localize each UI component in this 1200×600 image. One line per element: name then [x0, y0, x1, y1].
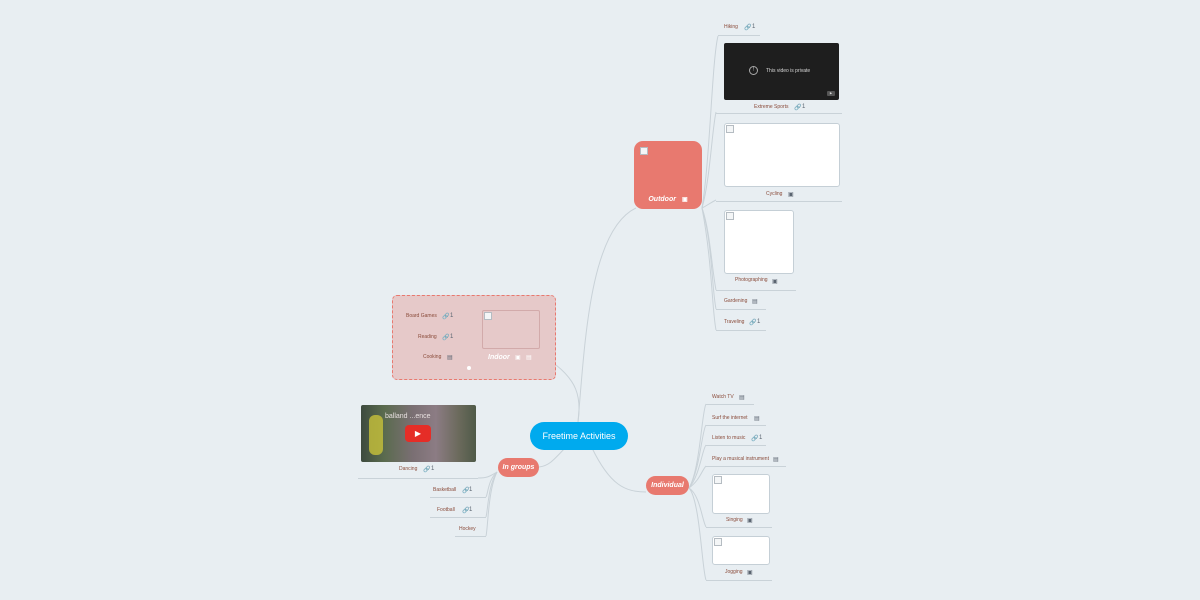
leaf-dancing[interactable]: Dancing: [399, 466, 418, 472]
link-icon[interactable]: 🔗: [744, 25, 752, 31]
central-topic-label: Freetime Activities: [542, 431, 616, 441]
link-count: 1: [450, 313, 454, 319]
leaf-jogging[interactable]: Jogging: [725, 569, 743, 575]
extreme-sports-video[interactable]: ! This video is private ▶: [724, 43, 839, 100]
image-icon: ▣: [681, 197, 688, 203]
youtube-icon: ▶: [827, 91, 835, 96]
broken-image-icon: [484, 312, 492, 320]
topic-outdoor[interactable]: Outdoor ▣: [634, 141, 702, 209]
broken-image-icon: [714, 476, 722, 484]
video-private-message: This video is private: [766, 68, 811, 74]
image-icon[interactable]: ▣: [747, 570, 753, 576]
link-count: 1: [759, 435, 763, 441]
leaf-singing[interactable]: Singing: [726, 517, 743, 523]
note-icon[interactable]: ▤: [773, 457, 779, 463]
leaf-surf-the-internet[interactable]: Surf the internet: [712, 415, 748, 421]
link-icon[interactable]: 🔗: [749, 320, 757, 326]
leaf-football[interactable]: Football: [437, 507, 455, 513]
topic-individual-label: Individual: [651, 482, 684, 489]
link-count: 1: [802, 104, 806, 110]
image-icon[interactable]: ▣: [788, 192, 794, 198]
link-count: 1: [431, 466, 435, 472]
leaf-hockey[interactable]: Hockey: [459, 526, 476, 532]
link-icon[interactable]: 🔗: [442, 314, 450, 320]
leaf-hiking[interactable]: Hiking: [724, 24, 738, 30]
leaf-listen-to-music[interactable]: Listen to music: [712, 435, 746, 441]
link-icon[interactable]: 🔗: [462, 508, 470, 514]
leaf-cooking[interactable]: Cooking: [423, 354, 442, 360]
singing-image: [712, 474, 770, 514]
link-icon[interactable]: 🔗: [442, 335, 450, 341]
note-icon[interactable]: ▤: [447, 355, 453, 361]
broken-image-icon: [726, 212, 734, 220]
image-icon[interactable]: ▣: [747, 518, 753, 524]
indoor-topic-image: [482, 310, 540, 349]
photographing-image: [724, 210, 794, 274]
collapse-handle[interactable]: [467, 366, 471, 370]
leaf-cycling[interactable]: Cycling: [766, 191, 783, 197]
leaf-board-games[interactable]: Board Games: [406, 313, 437, 319]
link-icon[interactable]: 🔗: [423, 467, 431, 473]
leaf-basketball[interactable]: Basketball: [433, 487, 457, 493]
link-count: 1: [469, 507, 473, 513]
image-icon[interactable]: ▣: [515, 355, 521, 361]
leaf-reading[interactable]: Reading: [418, 334, 437, 340]
note-icon[interactable]: ▤: [754, 416, 760, 422]
cycling-image: [724, 123, 840, 187]
link-count: 1: [757, 319, 761, 325]
leaf-watch-tv[interactable]: Watch TV: [712, 394, 734, 400]
dancing-video[interactable]: balland ...ence ▶: [361, 405, 476, 462]
topic-individual[interactable]: Individual: [646, 476, 689, 495]
broken-image-icon: [640, 147, 648, 155]
topic-in-groups-label: In groups: [502, 464, 535, 471]
video-title: balland ...ence: [385, 413, 431, 420]
topic-indoor-label[interactable]: Indoor: [488, 354, 510, 361]
play-icon: ▶: [414, 429, 422, 438]
note-icon[interactable]: ▤: [752, 299, 758, 305]
leaf-photographing[interactable]: Photographing: [735, 277, 768, 283]
note-icon[interactable]: ▤: [739, 395, 745, 401]
note-icon[interactable]: ▤: [526, 355, 532, 361]
link-icon[interactable]: 🔗: [794, 105, 802, 111]
link-count: 1: [450, 334, 454, 340]
info-icon: !: [749, 66, 758, 75]
indoor-boundary: [392, 295, 556, 380]
figure-yellow: [369, 415, 383, 455]
topic-in-groups[interactable]: In groups: [498, 458, 539, 477]
link-icon[interactable]: 🔗: [462, 488, 470, 494]
image-icon[interactable]: ▣: [772, 279, 778, 285]
leaf-extreme-sports[interactable]: Extreme Sports: [754, 104, 789, 110]
central-topic[interactable]: Freetime Activities: [530, 422, 628, 450]
play-button[interactable]: ▶: [405, 425, 431, 442]
topic-outdoor-label: Outdoor: [648, 196, 676, 203]
broken-image-icon: [726, 125, 734, 133]
jogging-image: [712, 536, 770, 565]
leaf-play-a-musical-instrument[interactable]: Play a musical instrument: [712, 456, 769, 462]
link-count: 1: [469, 487, 473, 493]
leaf-traveling[interactable]: Traveling: [724, 319, 745, 325]
link-count: 1: [752, 24, 756, 30]
broken-image-icon: [714, 538, 722, 546]
leaf-gardening[interactable]: Gardening: [724, 298, 748, 304]
link-icon[interactable]: 🔗: [751, 436, 759, 442]
